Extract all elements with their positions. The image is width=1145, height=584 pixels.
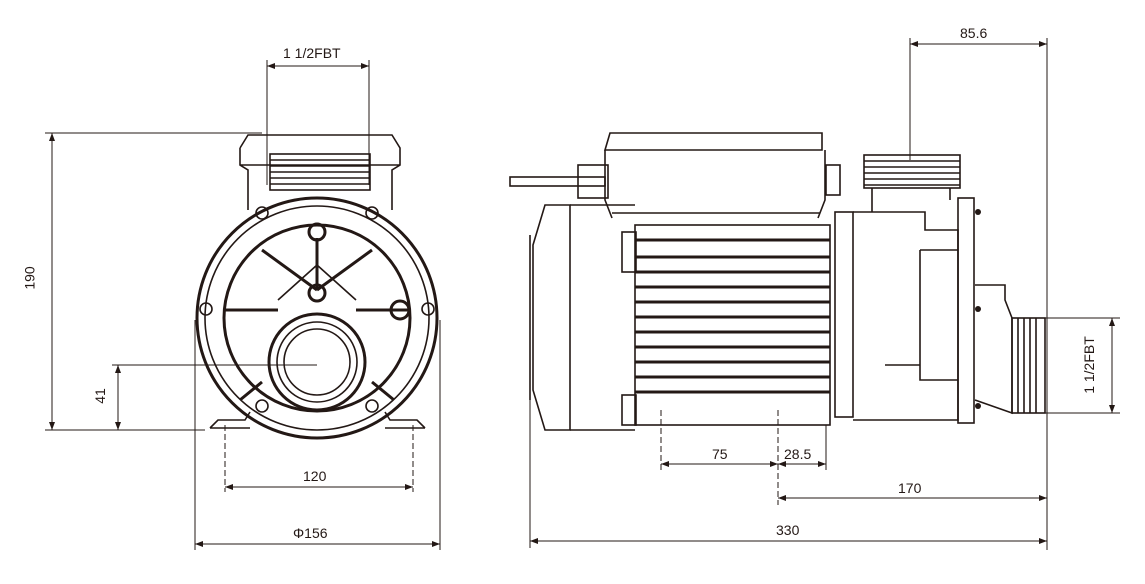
inlet-thread [269, 153, 371, 191]
pump-head [834, 197, 1013, 424]
inlet-size-label: 1 1/2FBT [283, 45, 341, 61]
height-label: 190 [21, 266, 38, 290]
diameter-label: Φ156 [293, 525, 328, 541]
foot-spacing-label: 120 [303, 468, 327, 484]
overall-length-label: 330 [776, 522, 800, 538]
mount-offset-label: 28.5 [784, 446, 812, 462]
front-view [195, 134, 439, 440]
cable-gland [825, 164, 841, 196]
flange-outline [195, 196, 439, 440]
outlet-size-label: 1 1/2FBT [1080, 336, 1097, 394]
bolts [199, 206, 435, 413]
inlet-offset-label: 85.6 [960, 25, 988, 41]
outlet-port [267, 312, 367, 412]
side-view [509, 132, 1046, 431]
inlet-thread-side [863, 154, 961, 212]
motor-fins [634, 224, 831, 426]
power-cable [509, 176, 606, 187]
outlet-height-label: 41 [91, 388, 108, 404]
outlet-thread-side [1011, 317, 1046, 414]
mount-spacing-label: 75 [712, 446, 728, 462]
side-dimensions [529, 38, 1120, 550]
outlet-to-mount-label: 170 [898, 480, 922, 496]
front-dimensions [45, 60, 441, 550]
